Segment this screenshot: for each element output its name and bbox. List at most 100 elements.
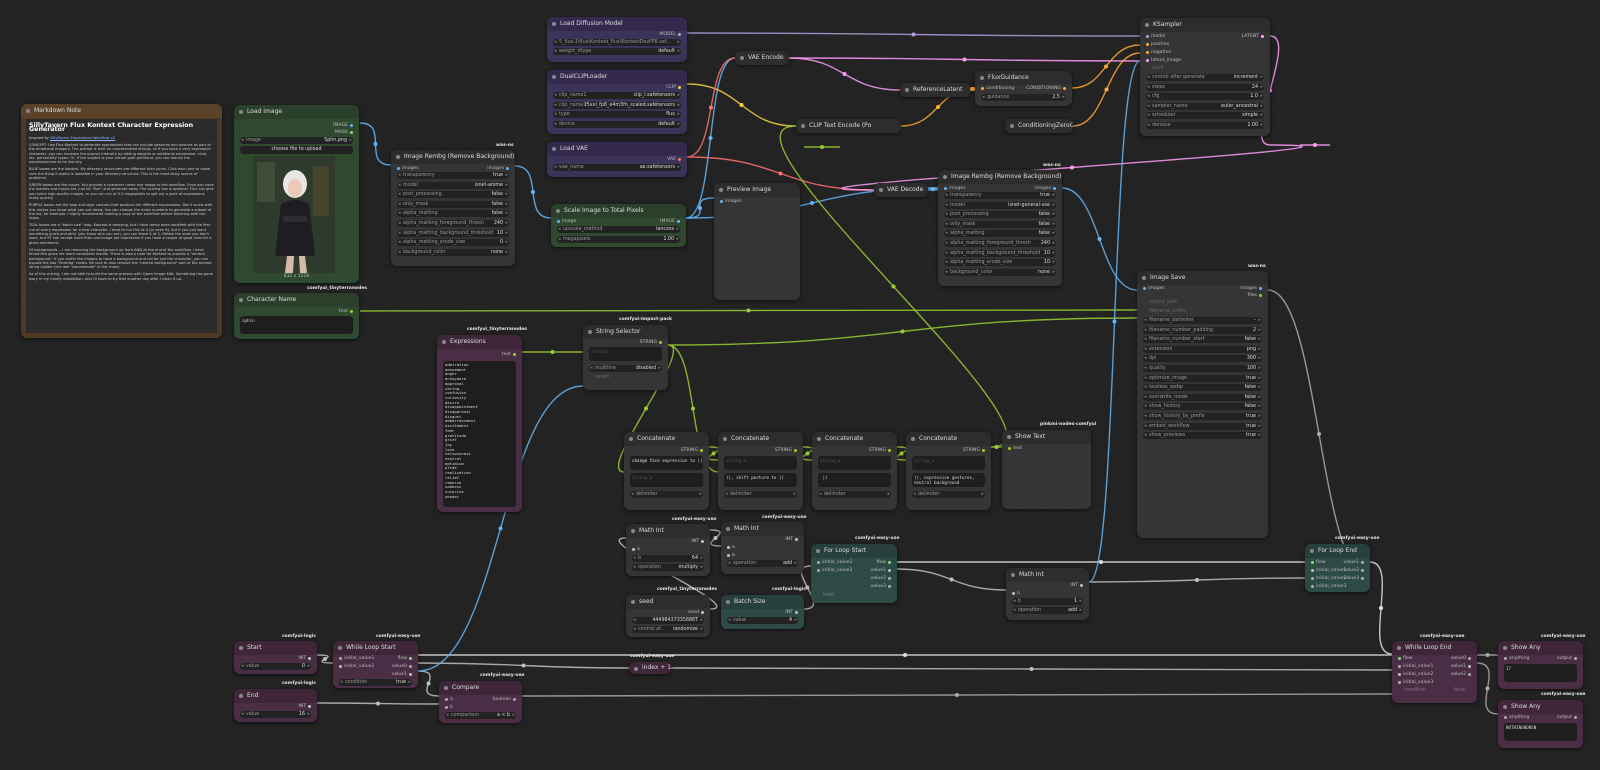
image-save-node[interactable]: Image Save images images files output_pa… [1137,271,1268,538]
value3-output[interactable]: value3 [1344,575,1365,582]
while-loop-end-node[interactable]: While Loop End flow initial_value1 initi… [1392,641,1477,703]
clip-text-encode-node[interactable]: CLIP Text Encode (Po [796,119,901,133]
load-diffusion-model-node[interactable]: Load Diffusion Model MODEL 5_flux.1\flux… [547,17,687,62]
files-output[interactable]: files [1248,292,1263,299]
seed-value-input[interactable]: 44498437335888T [632,617,704,624]
image-output[interactable]: IMAGE [660,218,680,225]
seed-input-slot[interactable]: seed [1146,65,1264,72]
unet-name-select[interactable]: 5_flux.1\flux\Kontext_flux\KontextDevFP8… [553,39,681,46]
widget-row[interactable]: filename_delimiter- [1143,317,1262,324]
start-value-input[interactable]: value0 [240,663,311,670]
b-input[interactable]: b1 [1012,598,1083,605]
string-a-input[interactable]: string_a [818,456,891,470]
clip-output[interactable]: CLIP [666,84,681,91]
string-a-input[interactable]: string_a [912,456,985,470]
string-output[interactable]: STRING [681,447,704,454]
ksampler-node[interactable]: KSampler model positive negative latent_… [1140,18,1270,136]
value1-output[interactable]: value1 [871,567,892,574]
upload-button[interactable]: choose file to upload [240,146,353,154]
string-b-text[interactable]: )), expressive gestures, neutral backgro… [912,473,985,487]
negative-input[interactable]: negative [1146,49,1171,56]
latent-image-input[interactable]: latent_image [1146,57,1181,64]
value1-output[interactable]: value1 [1451,663,1472,670]
images-output[interactable]: images [1240,285,1262,292]
conditioning-input[interactable]: conditioning [981,85,1014,92]
delimiter-input[interactable]: delimiter [724,491,797,498]
delimiter-input[interactable]: delimiter [818,491,891,498]
output-output[interactable]: output [1557,714,1578,721]
value1-output[interactable]: value1 [392,671,413,678]
string-b-text[interactable]: )), shift posture to (( [724,473,797,487]
int-output[interactable]: INT [298,655,311,662]
markdown-note-node[interactable]: Markdown Note SillyTavern Flux Kontext C… [21,104,222,338]
concatenate-node-3[interactable]: Concatenate STRING string_a )) delimiter [812,432,897,510]
vae-encode-node[interactable]: VAE Encode [735,51,789,65]
string-b-input[interactable]: string_b [630,473,703,487]
conditioning-output[interactable]: CONDITIONING [1026,85,1066,92]
expressions-list-input[interactable]: admiration amusement anger annoyance app… [443,361,516,507]
int-output[interactable]: INT [785,609,798,616]
seed-output[interactable]: seed [688,609,704,616]
images-input[interactable]: images [720,198,742,205]
model-output[interactable]: MODEL [659,31,681,38]
delimiter-input[interactable]: delimiter [912,491,985,498]
flow-input[interactable]: flow [1311,559,1325,566]
string-a-input[interactable]: string_a [724,456,797,470]
string-selector-node[interactable]: String Selector STRING strings multiline… [583,325,668,390]
positive-input[interactable]: positive [1146,41,1169,48]
flux-guidance-node[interactable]: FluxGuidance conditioning CONDITIONING g… [975,71,1072,106]
b-input[interactable]: b [727,552,735,559]
int-output[interactable]: INT [1070,582,1083,589]
int-output[interactable]: INT [691,538,704,545]
vae-decode-node[interactable]: VAE Decode [874,183,928,197]
value0-output[interactable]: value0 [1451,655,1472,662]
initial-value2-input[interactable]: initial_value2 [817,567,852,574]
int-output[interactable]: INT [785,536,798,543]
value0-output[interactable]: value0 [392,663,413,670]
value1-output[interactable]: value1 [1344,559,1365,566]
show-any-node-2[interactable]: Show Any anything output NOTHINGNONSN [1498,700,1583,748]
delimiter-input[interactable]: delimiter [630,491,703,498]
vae-output[interactable]: VAE [667,156,681,163]
string-output[interactable]: STRING [640,339,663,346]
value2-output[interactable]: value2 [871,575,892,582]
string-output[interactable]: STRING [775,447,798,454]
initial-value2-input[interactable]: initial_value2 [339,663,374,670]
image-input[interactable]: image [557,218,576,225]
